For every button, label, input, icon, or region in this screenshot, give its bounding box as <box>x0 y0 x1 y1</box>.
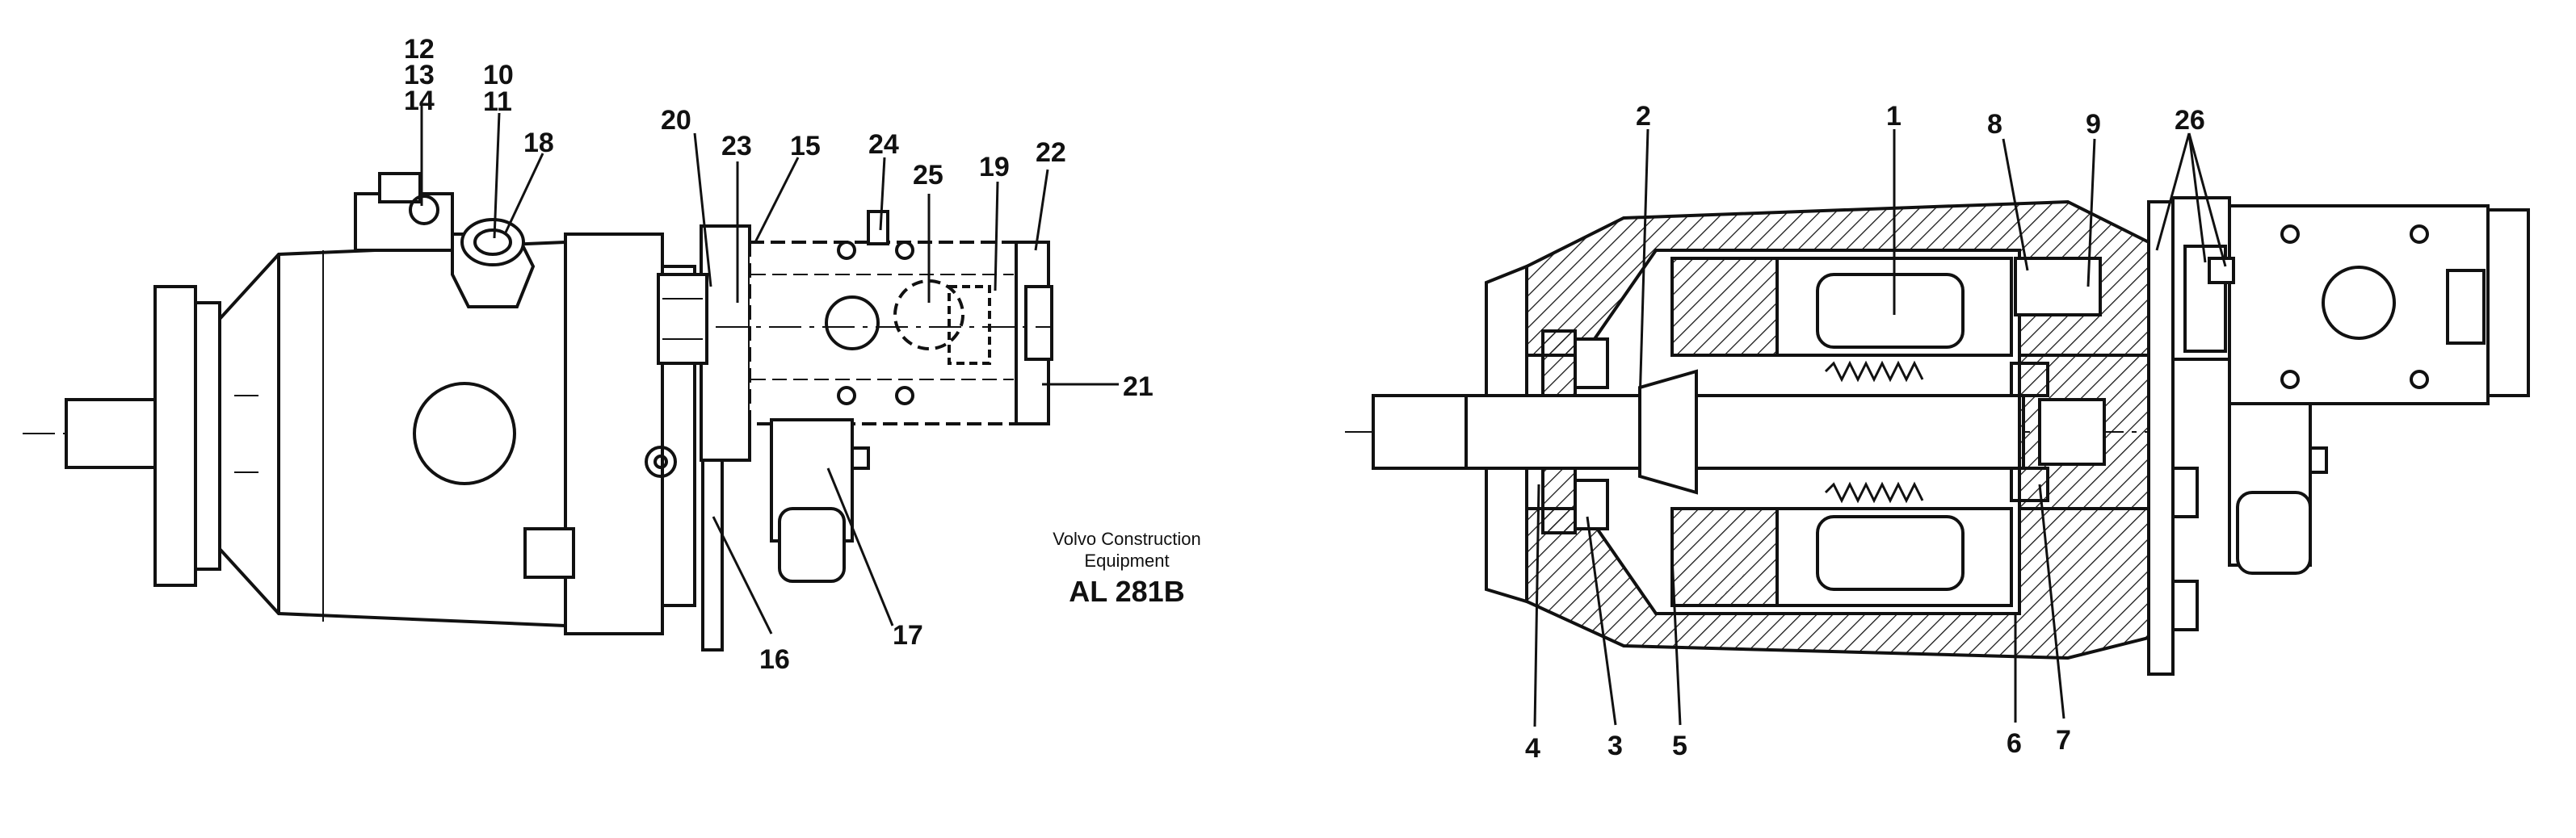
callout-6: 6 <box>2007 728 2022 759</box>
callout-labels-right: 2 1 8 9 26 4 3 5 6 7 <box>1525 101 2205 764</box>
pump-section-view <box>1345 199 2175 676</box>
control-valve-block <box>748 241 1018 425</box>
callout-25: 25 <box>913 160 943 191</box>
callout-18: 18 <box>523 128 554 158</box>
callout-1: 1 <box>1886 101 1902 132</box>
springs <box>1824 360 1924 504</box>
callout-9: 9 <box>2086 109 2101 140</box>
drive-shaft <box>65 398 157 469</box>
valve-9 <box>2014 257 2102 316</box>
callout-7: 7 <box>2056 725 2071 756</box>
side-bolt <box>645 446 677 478</box>
leader-lines-right <box>1533 128 2227 727</box>
callout-11: 11 <box>483 86 512 117</box>
callout-14: 14 <box>404 86 435 116</box>
callout-8: 8 <box>1987 109 2002 140</box>
callout-19: 19 <box>979 152 1010 182</box>
valve-bore <box>825 295 880 350</box>
rear-cover <box>564 233 664 635</box>
housing-boss <box>413 382 516 485</box>
caption-code: AL 281B <box>1069 575 1184 608</box>
caption: Volvo Construction Equipment AL 281B <box>1053 529 1200 608</box>
callout-21: 21 <box>1123 371 1154 402</box>
mounting-flange <box>153 285 197 587</box>
plate-16 <box>701 434 724 652</box>
callout-10: 10 <box>483 60 514 90</box>
callout-4: 4 <box>1525 733 1540 764</box>
callout-16: 16 <box>759 644 790 675</box>
leader-lines-left <box>420 101 1119 635</box>
callout-20: 20 <box>661 105 691 136</box>
section-shaft <box>1372 394 1468 470</box>
end-plate <box>2147 200 2175 676</box>
callout-17: 17 <box>893 620 923 651</box>
caption-company-2: Equipment <box>1084 551 1169 571</box>
caption-company: Volvo Construction <box>1053 529 1200 549</box>
callout-2: 2 <box>1636 101 1651 132</box>
piston-upper <box>1816 273 1965 349</box>
callout-3: 3 <box>1607 731 1623 761</box>
control-block-right <box>2171 196 2530 631</box>
callout-22: 22 <box>1036 137 1066 168</box>
port-10-11 <box>409 195 439 225</box>
callout-labels-left: 12 13 14 10 11 18 20 23 15 24 25 19 22 2… <box>404 34 1154 675</box>
callout-12: 12 <box>404 34 435 65</box>
bearing-front <box>1541 329 1609 534</box>
callout-26: 26 <box>2175 105 2205 136</box>
callout-5: 5 <box>1672 731 1687 761</box>
callout-15: 15 <box>790 131 821 161</box>
piston-lower <box>1816 515 1965 591</box>
callout-13: 13 <box>404 60 435 90</box>
callout-24: 24 <box>868 129 899 160</box>
callout-23: 23 <box>721 131 752 161</box>
pump-exterior-view <box>23 172 1053 652</box>
